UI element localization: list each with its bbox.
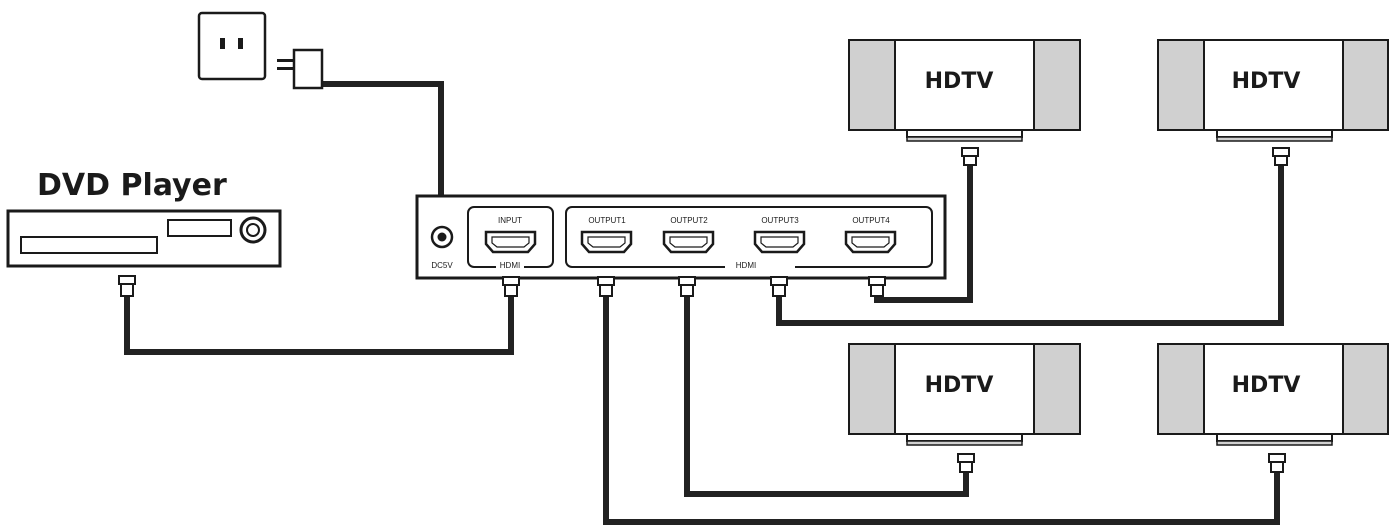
- input-connector-icon: [502, 276, 520, 297]
- dvd-player: DVD Player: [6, 168, 282, 297]
- tv-stand: [906, 129, 1023, 138]
- hdtv-label: HDTV: [1232, 373, 1301, 398]
- tv-side-left: [1157, 39, 1205, 131]
- socket-slot-left: [220, 38, 225, 49]
- dvd-display: [167, 219, 232, 237]
- hdtv-top-left: HDTV: [848, 39, 1081, 166]
- tv-side-left: [848, 39, 896, 131]
- splitter-connectors: [502, 276, 886, 297]
- output3-cable: [776, 164, 1284, 326]
- output3-connector-icon: [770, 276, 788, 297]
- output4-label: OUTPUT4: [852, 216, 890, 225]
- tv-side-right: [1342, 343, 1389, 435]
- tv-screen: [894, 343, 1035, 435]
- input-hdmi-label: HDMI: [500, 261, 520, 270]
- tv-screen: [1203, 343, 1344, 435]
- output4-connector-icon: [868, 276, 886, 297]
- tv-side-left: [1157, 343, 1205, 435]
- tv-stand: [1216, 433, 1333, 442]
- output3-label: OUTPUT3: [761, 216, 799, 225]
- input-hdmi-port-icon: [484, 230, 537, 254]
- wall-socket-plate: [197, 11, 267, 81]
- tv-side-right: [1033, 343, 1081, 435]
- hdtv-bottom-left: HDTV: [848, 343, 1081, 473]
- tv-stand: [1216, 129, 1333, 138]
- output1-label: OUTPUT1: [588, 216, 626, 225]
- hdtv-top-right: HDTV: [1157, 39, 1389, 166]
- output1-connector-icon: [597, 276, 615, 297]
- tv-hdmi-connector-icon: [961, 147, 979, 166]
- tv-side-right: [1033, 39, 1081, 131]
- hdmi-splitter: DC5V INPUT HDMI HDMI OUTPUT1 OUTPUT2 OUT…: [415, 194, 947, 297]
- socket-slot-right: [238, 38, 243, 49]
- power-plug: [277, 48, 324, 90]
- dvd-to-input-cable: [124, 296, 514, 355]
- cables: [124, 81, 1284, 525]
- tv-hdmi-connector-icon: [1272, 147, 1290, 166]
- output4-cable: [874, 164, 973, 303]
- output1-hdmi-port-icon: [580, 230, 633, 254]
- output2-label: OUTPUT2: [670, 216, 708, 225]
- dc5v-label: DC5V: [431, 261, 453, 270]
- output2-hdmi-port-icon: [662, 230, 715, 254]
- dvd-player-title: DVD Player: [37, 168, 227, 203]
- hdtv-label: HDTV: [1232, 69, 1301, 94]
- tv-stand: [906, 433, 1023, 442]
- dvd-hdmi-connector-icon: [118, 275, 136, 297]
- power-cable: [323, 81, 444, 202]
- tv-hdmi-connector-icon: [1268, 453, 1286, 473]
- power-plug-body: [292, 48, 324, 90]
- output3-hdmi-port-icon: [753, 230, 806, 254]
- dvd-disc-tray: [20, 236, 158, 254]
- output2-cable: [684, 296, 969, 497]
- hdtv-bottom-right: HDTV: [1157, 343, 1389, 473]
- hdtv-label: HDTV: [925, 373, 994, 398]
- output4-hdmi-port-icon: [844, 230, 897, 254]
- input-label: INPUT: [498, 216, 522, 225]
- hdtv-label: HDTV: [925, 69, 994, 94]
- tv-side-left: [848, 343, 896, 435]
- tv-side-right: [1342, 39, 1389, 131]
- output-hdmi-label: HDMI: [736, 261, 756, 270]
- wall-socket: [197, 11, 267, 81]
- output2-connector-icon: [678, 276, 696, 297]
- tv-hdmi-connector-icon: [957, 453, 975, 473]
- output1-cable: [603, 296, 1280, 525]
